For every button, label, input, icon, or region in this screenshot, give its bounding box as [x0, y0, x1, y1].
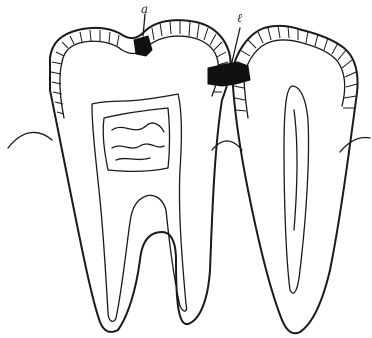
molar-outer-outline	[50, 20, 231, 332]
label-b: ℓ	[237, 11, 242, 25]
molar-enamel-inner-left	[60, 62, 64, 118]
label-a: a	[141, 2, 148, 16]
gum-line-left	[8, 132, 52, 148]
premolar-outer-outline	[232, 26, 358, 333]
premolar-enamel-hatching	[234, 26, 357, 111]
molar-pulp-texture-1	[112, 123, 164, 132]
caries-a	[134, 36, 152, 56]
molar-pulp-inner	[103, 108, 169, 171]
gum-line-right	[340, 138, 370, 152]
premolar-enamel-inner-left	[244, 76, 248, 118]
molar-pulp-outline	[92, 94, 187, 321]
premolar-pulp-inner	[294, 110, 297, 230]
premolar-enamel-inner	[244, 40, 345, 106]
molar-pulp-texture-3	[116, 158, 150, 160]
molar-pulp-texture-2	[112, 144, 164, 148]
